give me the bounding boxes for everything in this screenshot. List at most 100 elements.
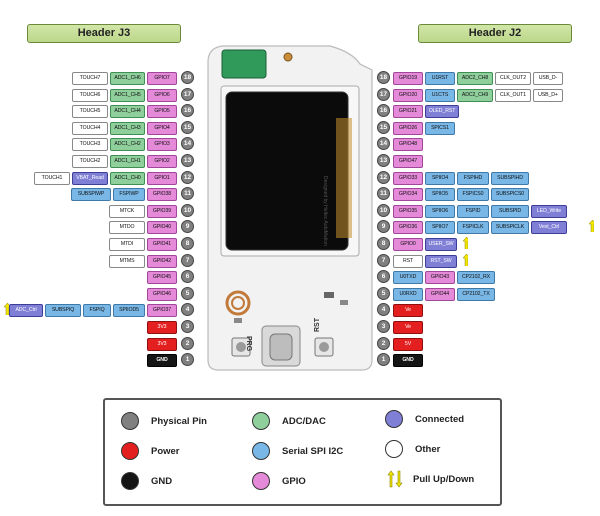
legend-other: Other (385, 440, 440, 458)
j2-label: SPIIO5 (425, 188, 455, 202)
physical-pin: 9 (377, 220, 390, 234)
legend-adc-label: ADC/DAC (282, 415, 326, 427)
legend-physical-pin-label: Physical Pin (151, 415, 207, 427)
j2-label: U1CTS (425, 88, 455, 102)
legend-gpio-label: GPIO (282, 475, 306, 487)
j3-label: SUBSPIWP (71, 188, 111, 202)
physical-pin: 9 (181, 220, 194, 234)
oled-screen (225, 91, 349, 251)
gpio-swatch (252, 472, 270, 490)
j2-label: Vext_Ctrl (531, 221, 567, 235)
j2-label: USB_D- (533, 72, 563, 85)
j3-label: MTDO (109, 221, 145, 235)
legend-connected: Connected (385, 410, 464, 428)
j2-label: FSPIHD (457, 171, 489, 185)
j2-label: CLK_OUT1 (495, 88, 531, 102)
j3-label: MTDI (109, 238, 145, 251)
pull-up-down-icon (4, 303, 9, 316)
rst-label: RST (314, 318, 321, 332)
j3-label: GND (147, 354, 177, 368)
j3-label: TOUCH2 (72, 155, 108, 168)
j2-label: 5V (393, 337, 423, 351)
j2-label: RST_SW (425, 254, 457, 268)
j3-label: SUBSPIQ (45, 304, 81, 318)
physical-pin: 18 (377, 71, 390, 84)
j3-label: GPIO38 (147, 188, 177, 202)
physical-pin: 12 (181, 170, 194, 184)
physical-pin: 10 (181, 203, 194, 217)
j2-label: GPIO26 (393, 121, 423, 135)
physical-pin: 17 (181, 87, 194, 101)
physical-pin: 2 (377, 336, 390, 350)
board-illustration (207, 45, 373, 371)
j2-label: GND (393, 354, 423, 368)
legend-gpio: GPIO (252, 472, 306, 490)
j2-label: GPIO44 (425, 287, 455, 301)
physical-pin: 15 (377, 120, 390, 134)
j3-label: GPIO37 (147, 304, 177, 318)
physical-pin: 11 (377, 187, 390, 201)
physical-pin: 14 (181, 137, 194, 151)
legend-physical-pin: Physical Pin (121, 412, 207, 430)
j2-label: CLK_OUT2 (495, 72, 531, 85)
physical-pin: 7 (377, 253, 390, 267)
j3-label: GPIO5 (147, 105, 177, 119)
j2-label: SUBSPICS0 (491, 188, 529, 202)
j3-label: GPIO45 (147, 271, 177, 285)
physical-pin: 8 (377, 237, 390, 250)
j2-label: GPIO35 (393, 204, 423, 218)
inductor-coil (225, 290, 251, 316)
physical-pin: 6 (181, 270, 194, 284)
board-silk-text: Designed by Heltec AutoMation (322, 176, 328, 246)
physical-pin: 5 (377, 286, 390, 300)
j2-label: ADC2_CH9 (457, 88, 493, 102)
physical-pin: 2 (181, 336, 194, 350)
j2-label: GPIO43 (425, 271, 455, 285)
j3-label: FSPIQ (83, 304, 111, 318)
physical-pin: 18 (181, 71, 194, 84)
physical-pin: 12 (377, 170, 390, 184)
antenna-module (221, 49, 267, 79)
j3-label: ADC1_CH2 (110, 138, 145, 152)
j2-label: GPIO19 (393, 72, 423, 85)
j2-label: CP2102_TX (457, 287, 495, 301)
legend-pull: Pull Up/Down (387, 470, 474, 488)
j3-label: GPIO39 (147, 204, 177, 218)
header-j2-title: Header J2 (418, 24, 572, 43)
physical-pin: 1 (181, 353, 194, 367)
j3-label: GPIO40 (147, 221, 177, 235)
physical-pin: 3 (377, 320, 390, 333)
j3-label: ADC1_CH5 (110, 88, 145, 102)
j3-label: GPIO2 (147, 155, 177, 168)
prg-label: PRG (245, 336, 252, 352)
j3-label: SPIIOD5 (113, 304, 145, 318)
j2-label: U0TXD (393, 271, 423, 285)
j2-label: SPICS1 (425, 121, 455, 135)
j3-label: MTMS (109, 254, 145, 268)
antenna-connector (283, 52, 293, 62)
legend: Physical Pin Power GND ADC/DAC Serial SP… (103, 398, 502, 506)
physical-pin: 10 (377, 203, 390, 217)
j3-label: ADC1_CH0 (110, 171, 145, 185)
j3-label: GPIO7 (147, 72, 177, 85)
j3-label: VBAT_Read (72, 171, 108, 185)
j3-label: TOUCH7 (72, 72, 108, 85)
j3-label: TOUCH3 (72, 138, 108, 152)
j2-label: U0RXD (393, 287, 423, 301)
j2-label: Ve (393, 321, 423, 334)
j2-label: SPIIO4 (425, 171, 455, 185)
legend-serial-label: Serial SPI I2C (282, 445, 344, 457)
j3-label: GPIO6 (147, 88, 177, 102)
physical-pin: 1 (377, 353, 390, 367)
physical-pin: 11 (181, 187, 194, 201)
pull-up-down-icon (589, 220, 594, 233)
j2-label: GPIO48 (393, 138, 423, 152)
legend-power: Power (121, 442, 180, 460)
j2-label: USB_D+ (533, 88, 563, 102)
j2-label: SUBSPICLK (491, 221, 529, 235)
physical-pin: 14 (377, 137, 390, 151)
j2-label: GPIO0 (393, 238, 423, 251)
j3-label: TOUCH5 (72, 105, 108, 119)
physical-pin: 4 (377, 303, 390, 317)
j3-label: MTCK (109, 204, 145, 218)
